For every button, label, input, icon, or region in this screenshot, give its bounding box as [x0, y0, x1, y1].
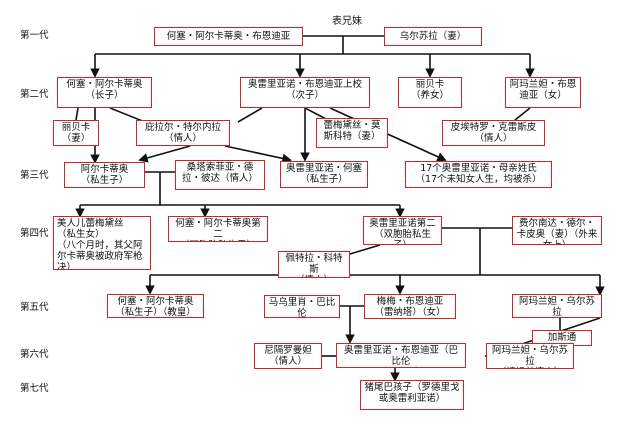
person-aureliano-babilonia: 奥雷里亚诺・布恩迪亚（巴比伦（私生子） — [336, 343, 466, 368]
person-aureliano-segundo: 奥雷里亚诺第二（双胞胎私生子） — [363, 216, 442, 245]
link-g3-son1-from-lover — [138, 145, 191, 163]
person-mauricio-babilonia: 马乌里肖・巴比伦（情人） — [264, 295, 340, 318]
person-amaranta-ursula-aunt: 阿玛兰妲・乌尔苏拉（姨妈兼情人） — [486, 343, 574, 369]
link-g3-son2-from-lover — [224, 145, 292, 164]
generation-2-label: 第二代 — [20, 89, 49, 100]
person-meme-buendia: 梅梅・布恩迪亚（雷纳塔）（女） — [364, 294, 456, 319]
generation-3-label: 第三代 — [20, 170, 49, 181]
person-rebeca-adopted: 丽贝卡（养女） — [398, 77, 462, 108]
person-rebeca-wife: 丽贝卡（妻） — [53, 120, 99, 146]
person-amaranta-buendia: 阿玛兰妲・布恩迪亚（女） — [505, 77, 581, 108]
person-santa-sofia: 桑塔索菲亚・德拉・彼达（情人） — [175, 160, 265, 190]
person-remedios-moscote: 蕾梅黛丝・莫斯科特（妻） — [316, 118, 388, 148]
generation-6-label: 第六代 — [20, 349, 49, 360]
person-jose-arcadio-segundo: 何塞・阿尔卡蒂奥第二（双胞胎私生子） — [168, 216, 268, 242]
person-nigromanta: 尼隔罗曼妲（情人） — [254, 343, 322, 369]
person-fernanda-del-carpio: 费尔南达・德尔・卡皮奥（妻）（外来女上） — [512, 216, 602, 245]
person-pilar-ternera: 庇拉尔・特尔内拉（情人） — [136, 120, 230, 146]
person-pietro-crespi: 皮埃特罗・克雷斯皮（情人） — [442, 120, 545, 146]
diagram-title: 表兄妹 — [332, 16, 362, 27]
link-g2-daughter-lover — [514, 107, 531, 121]
generation-7-label: 第七代 — [20, 383, 49, 394]
person-amaranta-ursula: 阿玛兰妲・乌尔苏拉（次女） — [512, 294, 602, 318]
link-g2-son1-wife — [75, 107, 79, 121]
person-jose-arcadio-buendia: 何塞・阿尔卡蒂奥・布恩迪亚 — [154, 27, 303, 46]
link-g4-lover — [349, 244, 381, 255]
person-arcadio: 阿尔卡蒂奥（私生子） — [64, 162, 145, 188]
person-aureliano-jose: 奥雷里亚诺・何塞（私生子） — [280, 161, 368, 188]
person-remedios-the-beauty: 美人儿蕾梅黛丝（私生女）（八个月时，其父阿尔卡蒂奥被政府军枪决） — [53, 216, 151, 270]
generation-5-label: 第五代 — [20, 302, 49, 313]
person-petra-cotes: 佩特拉・科特斯（情人） — [278, 251, 350, 278]
person-jose-arcadio-pope: 何塞・阿尔卡蒂奥（私生子）（教皇） — [107, 294, 204, 318]
person-seventeen-aurelianos: 17个奥雷里亚诺・母亲姓氏（17个未知女人生，均被杀） — [405, 161, 552, 188]
link-g2-son2-lover — [237, 107, 263, 123]
person-pig-tail-child: 猪尾巴孩子（罗德里戈或奥雷利亚诺） — [360, 380, 464, 410]
generation-1-label: 第一代 — [20, 30, 49, 41]
link-g2-son1-lover — [109, 107, 146, 123]
person-jose-arcadio-eldest: 何塞・阿尔卡蒂奥（长子） — [57, 77, 152, 108]
generation-4-label: 第四代 — [20, 228, 49, 239]
person-ursula: 乌尔苏拉（妻） — [384, 27, 482, 46]
person-colonel-aureliano: 奥雷里亚诺・布恩迪亚上校（次子） — [240, 77, 370, 108]
